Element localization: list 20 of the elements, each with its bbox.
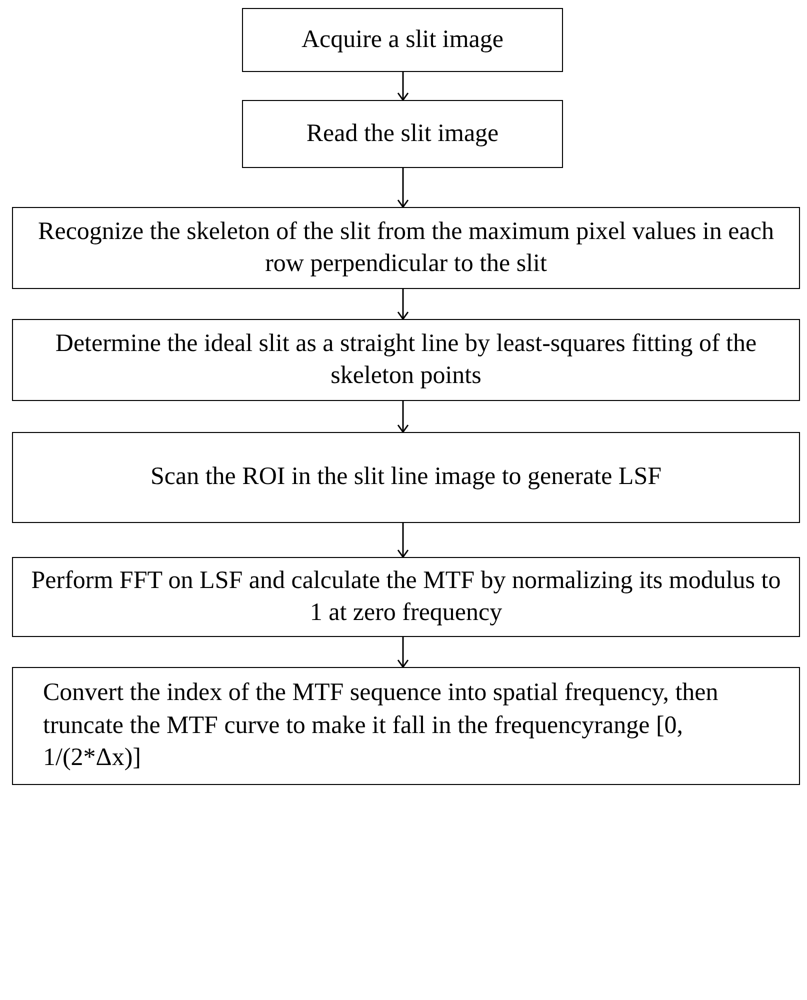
process-box: [242, 100, 563, 168]
step-text: Acquire a slit image: [301, 24, 504, 55]
arrow: [397, 523, 409, 558]
process-box: [12, 207, 800, 289]
arrow: [397, 401, 409, 433]
arrow: [397, 72, 409, 101]
step-text: Read the slit image: [306, 118, 499, 149]
process-box: [12, 667, 800, 785]
step-text: Recognize the skeleton of the slit from the maximum pixel values in each row perpendicular to the slit: [37, 216, 775, 279]
arrow: [397, 168, 409, 208]
step-text: Convert the index of the MTF sequence into spatial frequency, then truncate the MTF curve to make it fall in the frequencyrange [0, 1/(2*Δx)]: [43, 678, 720, 774]
process-box: [12, 319, 800, 401]
arrow: [397, 637, 409, 668]
process-box: [242, 8, 563, 72]
step-text: Perform FFT on LSF and calculate the MTF by normalizing its modulus to 1 at zero frequency: [30, 566, 782, 628]
step-text: Determine the ideal slit as a straight line by least-squares fitting of the skeleton points: [54, 328, 758, 391]
process-box: [12, 557, 800, 637]
step-text: Scan the ROI in the slit line image to generate LSF: [150, 462, 662, 492]
arrow: [397, 289, 409, 320]
process-box: [12, 432, 800, 523]
